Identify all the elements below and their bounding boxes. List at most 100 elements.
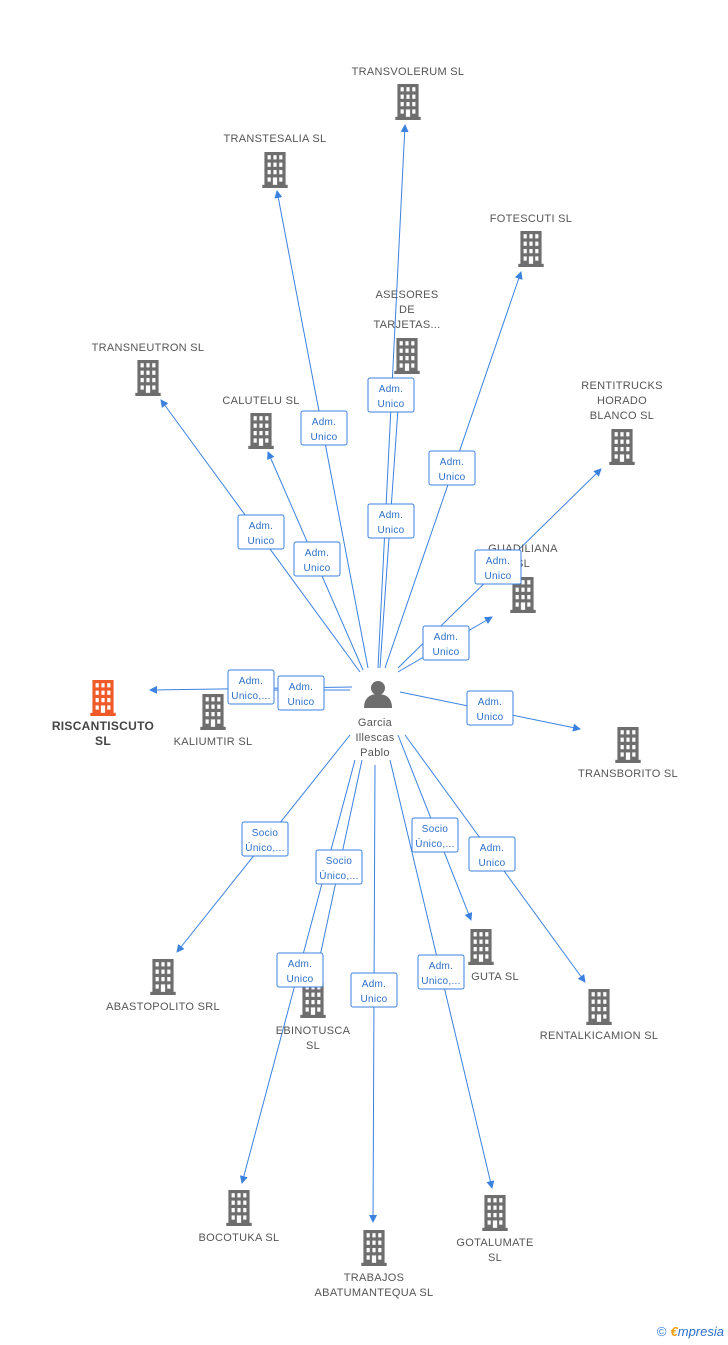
company-node-transborito[interactable]: TRANSBORITO SL xyxy=(578,727,678,780)
edge-label-riscantiscuto[interactable]: Adm.Unico,... xyxy=(227,669,275,705)
company-node-calutelu[interactable]: CALUTELU SL xyxy=(222,395,299,449)
edge-label-box xyxy=(468,836,516,872)
nodes-layer: TRANSVOLERUM SL TRANSTESALIA SL FOTESCUTI … xyxy=(52,66,678,1299)
company-node-transneutron[interactable]: TRANSNEUTRON SL xyxy=(92,342,205,396)
edge-label-transtesalia[interactable]: Adm.Unico xyxy=(300,410,348,446)
person-name-line: Garcia xyxy=(358,717,393,729)
edge-label-fotescuti[interactable]: Adm.Unico xyxy=(428,450,476,486)
company-label: RENTALKICAMION SL xyxy=(540,1030,659,1042)
company-label-line: SL xyxy=(488,1252,502,1264)
company-label: KALIUMTIR SL xyxy=(174,736,253,748)
edge-label-rentitrucks[interactable]: Adm.Unico xyxy=(474,549,522,585)
building-icon xyxy=(395,84,421,120)
company-node-kaliumtir[interactable]: KALIUMTIR SL xyxy=(174,694,253,748)
company-node-guta[interactable]: GUTA SL xyxy=(468,929,519,983)
edge-label-box xyxy=(237,514,285,550)
edge-label-box xyxy=(277,675,325,711)
company-label-line: DE xyxy=(399,304,415,316)
edge-label-line: Adm. xyxy=(434,632,459,643)
company-node-transtesalia[interactable]: TRANSTESALIA SL xyxy=(224,133,327,188)
building-icon xyxy=(361,1230,387,1266)
edge-label-line: Unico xyxy=(303,563,330,574)
edge-label-line: Unico xyxy=(476,712,503,723)
copyright-symbol: © xyxy=(656,1324,667,1339)
edge-label-box xyxy=(428,450,476,486)
edge-label-line: Unico xyxy=(286,974,313,985)
edge-label-line: Socio xyxy=(422,824,449,835)
edge-label-gotalumate[interactable]: Adm.Unico,... xyxy=(417,954,465,990)
edge-label-line: Adm. xyxy=(289,682,314,693)
edge-label-line: Unico xyxy=(377,399,404,410)
edge-label-ebinotusca[interactable]: Adm. Unico xyxy=(276,952,324,988)
company-label: ABASTOPOLITO SRL xyxy=(106,1001,220,1013)
edge-label-line: Adm. xyxy=(480,843,505,854)
edge-label-line: Unico xyxy=(432,647,459,658)
company-label-line: ABATUMANTEQUA SL xyxy=(315,1287,434,1299)
edge-label-line: Único,... xyxy=(319,869,358,882)
edge-label-transvolerum[interactable]: Adm.Unico xyxy=(367,503,415,539)
edge-label-text: Adm. Unico xyxy=(287,682,314,708)
edge-label-box xyxy=(315,849,363,885)
building-icon xyxy=(135,360,161,396)
edge-label-line: Unico xyxy=(478,858,505,869)
company-node-ebinotusca[interactable]: EBINOTUSCA SL xyxy=(276,982,351,1052)
company-label-line: RENTITRUCKS xyxy=(581,380,663,392)
company-label-line: TRABAJOS xyxy=(344,1272,404,1284)
company-label-line: ABASTOPOLITO SRL xyxy=(106,1001,220,1013)
company-label: TRANSNEUTRON SL xyxy=(92,342,205,354)
building-icon xyxy=(394,338,420,374)
company-node-fotescuti[interactable]: FOTESCUTI SL xyxy=(490,213,572,267)
building-icon xyxy=(468,929,494,965)
person-name-line: Illescas xyxy=(355,732,394,744)
edge-label-line: Adm. xyxy=(440,457,465,468)
company-label-line: EBINOTUSCA xyxy=(276,1025,351,1037)
edge-label-asesores[interactable]: Adm. Unico xyxy=(367,377,415,413)
company-label-line: GUTA SL xyxy=(471,971,519,983)
edge-label-line: Socio xyxy=(252,828,279,839)
company-node-rentalkicamion[interactable]: RENTALKICAMION SL xyxy=(540,989,659,1042)
edge-label-transneutron[interactable]: Adm.Unico xyxy=(237,514,285,550)
company-node-transvolerum[interactable]: TRANSVOLERUM SL xyxy=(352,66,465,120)
company-label-line: HORADO xyxy=(597,395,647,407)
edge-label-trabajos[interactable]: Adm.Unico xyxy=(350,972,398,1008)
company-label-line: SL xyxy=(306,1040,320,1052)
edge-label-guadiliana[interactable]: Adm. Unico xyxy=(422,625,470,661)
edge-label-line: Unico,... xyxy=(421,976,460,987)
edge-label-calutelu[interactable]: Adm.Unico xyxy=(293,541,341,577)
edge-label-text: Adm.Unico xyxy=(247,521,274,547)
edge-label-line: Unico xyxy=(287,697,314,708)
edge-label-text: Adm. Unico xyxy=(478,843,505,869)
brand-logo-mark: € xyxy=(670,1324,678,1339)
edge-label-line: Adm. xyxy=(362,979,387,990)
company-label-line: TRANSTESALIA SL xyxy=(224,133,327,145)
company-node-abastopolito[interactable]: ABASTOPOLITO SRL xyxy=(106,959,220,1013)
edge-label-transborito[interactable]: Adm.Unico xyxy=(466,690,514,726)
company-node-trabajos[interactable]: TRABAJOS ABATUMANTEQUA SL xyxy=(315,1230,434,1299)
edge-label-line: Adm. xyxy=(486,556,511,567)
building-icon xyxy=(150,959,176,995)
edge-label-line: Adm. xyxy=(288,959,313,970)
edge-label-kaliumtir[interactable]: Adm. Unico xyxy=(277,675,325,711)
edge-label-rentalkicamion[interactable]: Adm. Unico xyxy=(468,836,516,872)
edge-label-line: Único,... xyxy=(415,837,454,850)
edge-label-line: Adm. xyxy=(249,521,274,532)
building-icon xyxy=(200,694,226,730)
edge-label-text: Adm.Unico xyxy=(310,417,337,443)
edge-label-box xyxy=(466,690,514,726)
edge-label-line: Socio xyxy=(326,856,353,867)
edge-label-line: Adm. xyxy=(379,384,404,395)
company-label-line: RISCANTISCUTO xyxy=(52,719,154,733)
company-node-bocotuka[interactable]: BOCOTUKA SL xyxy=(199,1190,280,1244)
edge-label-box xyxy=(293,541,341,577)
